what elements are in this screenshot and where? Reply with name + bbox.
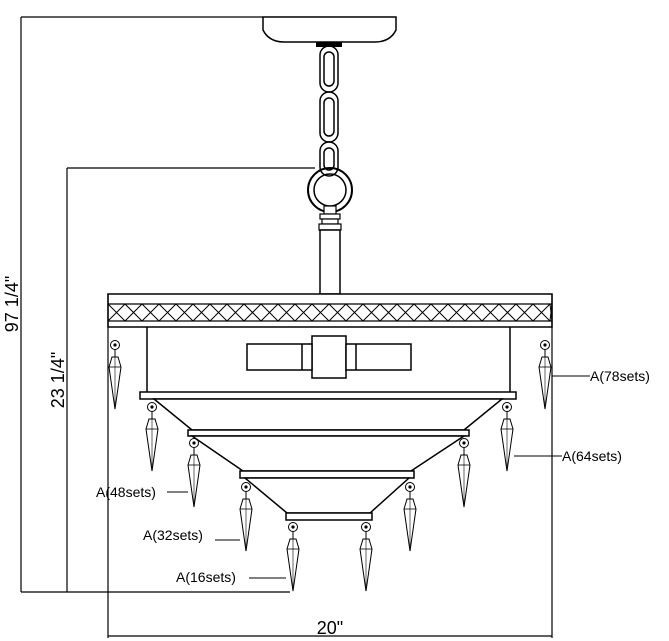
callout-tier-16-label: A(16sets)	[176, 569, 236, 585]
ring-loop	[307, 167, 353, 213]
callout-tier-78: A(78sets)	[552, 368, 650, 384]
width-label: 20"	[317, 618, 343, 638]
callout-tier-64-label: A(64sets)	[562, 448, 622, 464]
callout-tier-48: A(48sets)	[96, 484, 188, 500]
callout-tier-32: A(32sets)	[143, 527, 240, 543]
callout-tier-16: A(16sets)	[176, 569, 286, 585]
callout-tier-32-label: A(32sets)	[143, 527, 203, 543]
chain	[319, 45, 339, 177]
ceiling-canopy	[262, 16, 397, 43]
callout-tier-78-label: A(78sets)	[590, 368, 650, 384]
chain-top-mount	[316, 42, 342, 47]
callout-tier-48-label: A(48sets)	[96, 484, 156, 500]
light-cluster	[246, 335, 412, 379]
stem-collar	[318, 205, 342, 231]
body-height-label: 23 1/4"	[48, 352, 68, 408]
crown-band	[107, 293, 553, 328]
central-stem	[319, 229, 341, 295]
dimension-lines	[20, 16, 553, 638]
tier-frames	[139, 391, 517, 521]
callout-tier-64: A(64sets)	[514, 448, 622, 464]
overall-height-label: 97 1/4"	[2, 276, 22, 332]
